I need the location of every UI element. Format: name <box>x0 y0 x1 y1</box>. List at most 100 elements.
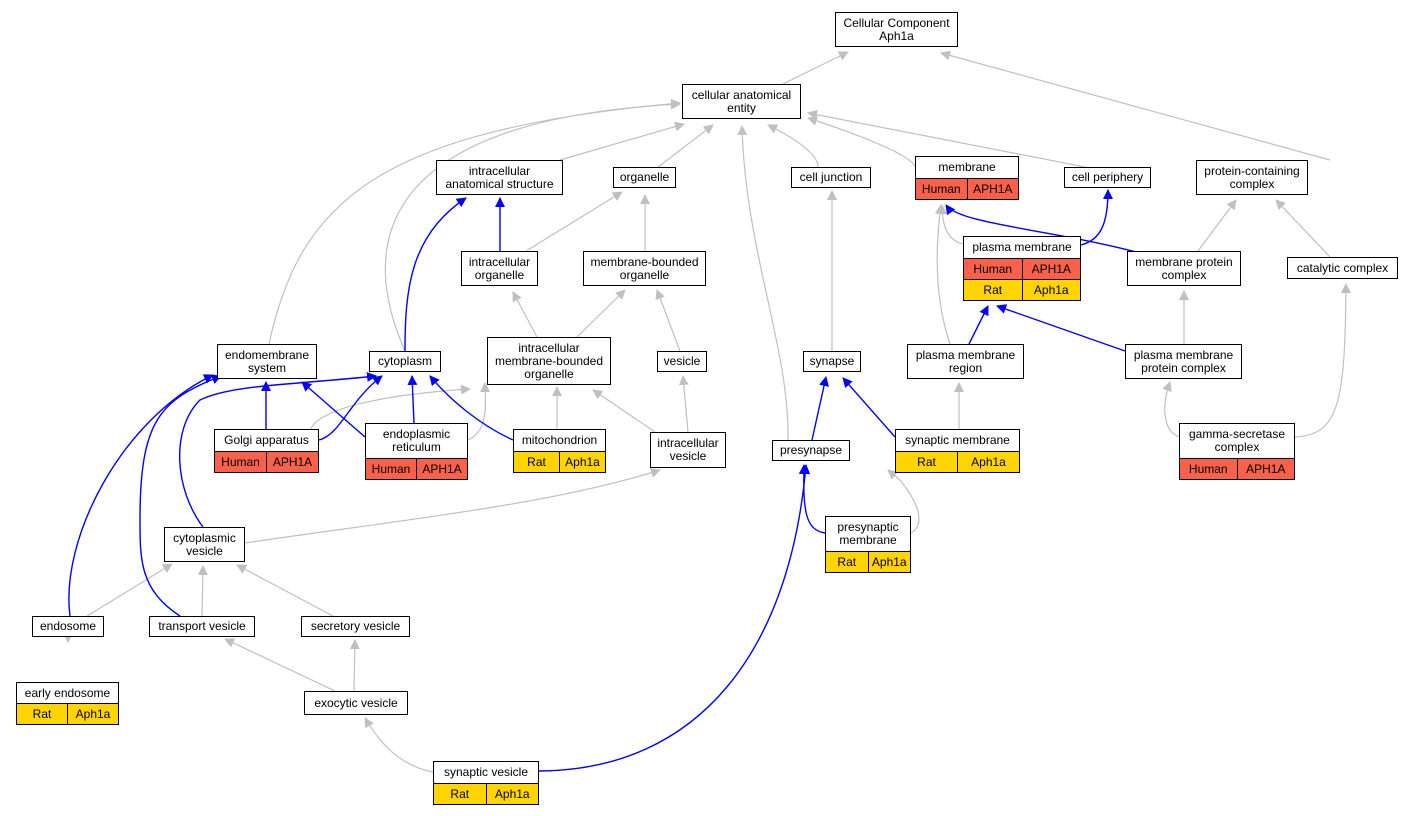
node-label: protein-containing complex <box>1204 163 1300 191</box>
edge-gray <box>1275 199 1331 258</box>
species-name: Human <box>221 455 260 469</box>
edge-gray <box>197 565 208 617</box>
edge-gray <box>349 639 360 692</box>
species-row-rat: Rat Aph1a <box>434 783 538 804</box>
node-plasma-membrane-protein-complex[interactable]: plasma membrane protein complex <box>1125 344 1242 379</box>
edge-gray <box>224 638 336 692</box>
edge-gray <box>1294 283 1351 438</box>
species-name: Rat <box>983 283 1003 297</box>
node-label: secretory vesicle <box>310 619 401 633</box>
node-intracellular-membrane-bounded-organelle[interactable]: intracellular membrane-bounded organelle <box>487 337 611 385</box>
node-label: mitochondrion <box>521 433 598 447</box>
node-label: cytoplasm <box>377 354 433 368</box>
edge-blue <box>996 304 1126 352</box>
edge-blue <box>178 371 377 528</box>
node-label: transport vesicle <box>158 619 246 633</box>
edge-gray <box>467 382 491 441</box>
node-cytoplasm[interactable]: cytoplasm <box>369 351 441 372</box>
node-cell-junction[interactable]: cell junction <box>791 167 871 188</box>
edge-gray <box>807 116 916 167</box>
edge-blue <box>404 197 467 352</box>
node-label: catalytic complex <box>1296 260 1389 275</box>
node-label: cellular anatomical entity <box>691 87 792 115</box>
edge-gray <box>268 98 681 345</box>
edge-gray <box>86 563 173 617</box>
node-label: plasma membrane region <box>915 347 1016 375</box>
node-secretory-vesicle[interactable]: secretory vesicle <box>301 616 410 637</box>
edge-gray <box>782 51 849 85</box>
gene-symbol: APH1A <box>1021 259 1081 279</box>
species-name: Rat <box>527 455 546 469</box>
gene-symbol: Aph1a <box>485 784 539 804</box>
node-label: gamma-secretase complex <box>1188 427 1286 454</box>
node-label: cytoplasmic vesicle <box>173 530 236 558</box>
edge-blue <box>968 305 989 345</box>
edge-gray <box>940 50 1331 161</box>
node-vesicle[interactable]: vesicle <box>657 351 707 372</box>
species-row-rat: Rat Aph1a <box>17 703 118 724</box>
gene-symbol: APH1A <box>966 179 1019 199</box>
node-organelle[interactable]: organelle <box>613 167 676 188</box>
species-name: Human <box>973 262 1013 276</box>
species-name: Human <box>371 462 411 476</box>
node-intracellular-organelle[interactable]: intracellular organelle <box>461 251 538 286</box>
node-label: endosome <box>39 619 97 633</box>
gene-symbol: Aph1a <box>67 704 118 724</box>
node-label: membrane <box>938 160 996 174</box>
node-cellular-component-aph1a[interactable]: Cellular Component Aph1a <box>835 12 958 47</box>
node-transport-vesicle[interactable]: transport vesicle <box>149 616 255 637</box>
node-intracellular-vesicle[interactable]: intracellular vesicle <box>650 432 726 468</box>
node-membrane-protein-complex[interactable]: membrane protein complex <box>1127 251 1241 286</box>
gene-symbol: APH1A <box>416 459 467 479</box>
node-label: Cellular Component Aph1a <box>843 15 950 43</box>
node-endosome[interactable]: endosome <box>32 616 104 637</box>
gene-symbol: Aph1a <box>1021 280 1081 300</box>
species-row-human: Human APH1A <box>366 458 467 479</box>
node-cytoplasmic-vesicle[interactable]: cytoplasmic vesicle <box>164 527 245 562</box>
species-name: Rat <box>837 555 857 569</box>
species-row-rat: Rat Aph1a <box>964 279 1080 300</box>
node-label: membrane-bounded organelle <box>590 254 699 282</box>
node-catalytic-complex[interactable]: catalytic complex <box>1287 257 1398 279</box>
node-label: exocytic vesicle <box>314 695 398 710</box>
node-exocytic-vesicle[interactable]: exocytic vesicle <box>304 691 408 715</box>
edge-gray <box>678 375 689 433</box>
edge-gray <box>767 124 819 168</box>
node-protein-containing-complex[interactable]: protein-containing complex <box>1196 160 1308 195</box>
node-presynapse[interactable]: presynapse <box>772 440 850 461</box>
edge-gray <box>737 125 789 441</box>
species-name: Rat <box>450 787 470 801</box>
edge-gray <box>576 289 626 338</box>
node-membrane-bounded-organelle[interactable]: membrane-bounded organelle <box>583 251 706 286</box>
edge-blue <box>945 204 1152 257</box>
node-label: cell junction <box>799 170 863 184</box>
node-synapse[interactable]: synapse <box>803 351 861 372</box>
edge-blue <box>842 377 896 438</box>
edge-gray <box>384 99 681 352</box>
node-label: synapse <box>809 354 855 368</box>
node-cell-periphery[interactable]: cell periphery <box>1064 167 1151 188</box>
edge-blue <box>1080 189 1113 246</box>
node-intracellular-anatomical-structure[interactable]: intracellular anatomical structure <box>436 160 563 195</box>
edge-gray <box>887 469 920 534</box>
edge-blue <box>538 464 811 772</box>
edge-blue <box>429 375 514 441</box>
node-plasma-membrane-region[interactable]: plasma membrane region <box>907 344 1024 379</box>
node-cellular-anatomical-entity[interactable]: cellular anatomical entity <box>682 84 801 119</box>
edge-blue <box>407 375 418 424</box>
node-endomembrane-system[interactable]: endomembrane system <box>217 344 317 379</box>
species-name: Rat <box>32 707 52 721</box>
